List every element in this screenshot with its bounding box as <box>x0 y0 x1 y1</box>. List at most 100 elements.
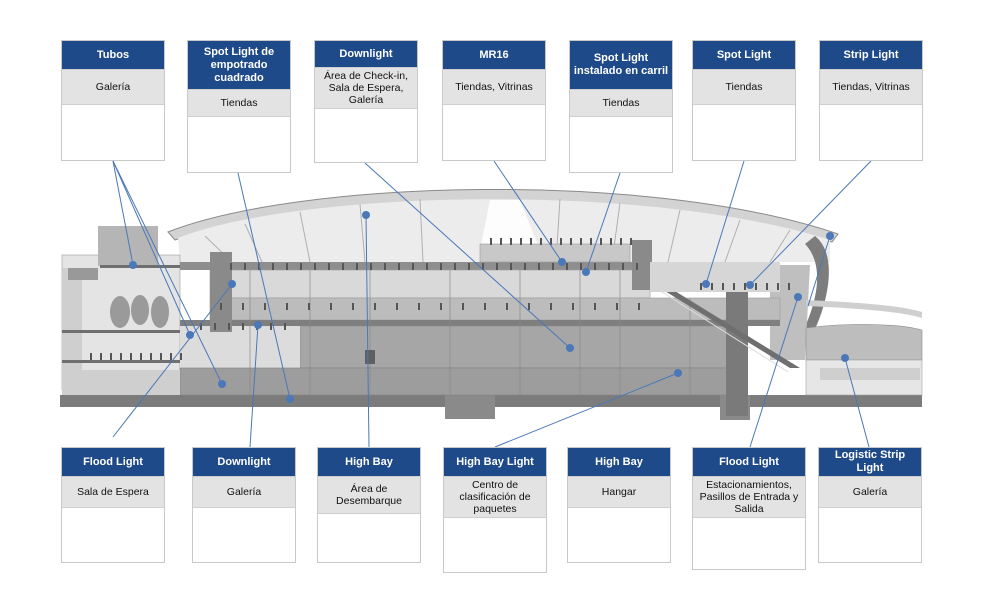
card-location: Área de Desembarque <box>318 476 420 514</box>
card-location: Hangar <box>568 476 670 508</box>
person-icon <box>482 263 484 270</box>
person-icon <box>370 263 372 270</box>
light-point-icon <box>826 232 834 240</box>
person-icon <box>755 283 757 290</box>
person-icon <box>484 303 486 310</box>
leader-line <box>364 162 571 349</box>
light-point-icon <box>129 261 137 269</box>
person-icon <box>90 353 92 360</box>
card-location: Tiendas, Vitrinas <box>820 69 922 105</box>
card-strip-light: Strip Light Tiendas, Vitrinas <box>819 40 923 161</box>
terminal-building <box>60 188 923 420</box>
card-location: Estacionamientos, Pasillos de Entrada y … <box>693 476 805 518</box>
person-icon <box>426 263 428 270</box>
person-icon <box>572 303 574 310</box>
card-title: Downlight <box>193 448 295 476</box>
person-icon <box>100 353 102 360</box>
card-location: Tiendas <box>188 89 290 117</box>
person-icon <box>600 238 602 245</box>
person-icon <box>540 238 542 245</box>
card-location: Galería <box>62 69 164 105</box>
person-icon <box>766 283 768 290</box>
person-icon <box>440 303 442 310</box>
card-location: Área de Check-in, Sala de Espera, Galerí… <box>315 67 417 109</box>
person-icon <box>258 263 260 270</box>
person-icon <box>228 323 230 330</box>
person-icon <box>630 238 632 245</box>
leader-line <box>112 160 191 336</box>
light-point-icon <box>254 321 262 329</box>
leader-line <box>493 160 563 263</box>
person-icon <box>560 238 562 245</box>
card-location: Tiendas, Vitrinas <box>443 69 545 105</box>
person-icon <box>284 323 286 330</box>
person-icon <box>510 238 512 245</box>
person-icon <box>170 353 172 360</box>
person-icon <box>272 263 274 270</box>
card-location: Galería <box>193 476 295 508</box>
leader-line <box>112 160 134 266</box>
card-location: Tiendas <box>570 89 672 117</box>
light-point-icon <box>841 354 849 362</box>
person-icon <box>506 303 508 310</box>
card-title: Spot Light de empotrado cuadrado <box>188 41 290 89</box>
card-spot-light-empotrado: Spot Light de empotrado cuadrado Tiendas <box>187 40 291 173</box>
light-point-icon <box>218 380 226 388</box>
person-icon <box>552 263 554 270</box>
person-icon <box>610 238 612 245</box>
person-icon <box>412 263 414 270</box>
card-downlight-top: Downlight Área de Check-in, Sala de Espe… <box>314 40 418 163</box>
person-icon <box>374 303 376 310</box>
person-icon <box>462 303 464 310</box>
leader-line <box>249 324 259 448</box>
card-flood-light-sala: Flood Light Sala de Espera <box>61 447 165 563</box>
card-high-bay-light: High Bay Light Centro de clasificación d… <box>443 447 547 573</box>
light-point-icon <box>228 280 236 288</box>
person-icon <box>270 323 272 330</box>
person-icon <box>308 303 310 310</box>
card-title: Flood Light <box>693 448 805 476</box>
leader-line <box>749 296 799 448</box>
card-title: Strip Light <box>820 41 922 69</box>
person-icon <box>352 303 354 310</box>
light-point-icon <box>746 281 754 289</box>
person-icon <box>580 263 582 270</box>
card-location: Centro de clasificación de paquetes <box>444 476 546 518</box>
person-icon <box>160 353 162 360</box>
card-tubos: Tubos Galería <box>61 40 165 161</box>
card-title: Tubos <box>62 41 164 69</box>
person-icon <box>788 283 790 290</box>
person-icon <box>356 263 358 270</box>
person-icon <box>496 263 498 270</box>
person-icon <box>636 263 638 270</box>
person-icon <box>242 323 244 330</box>
person-icon <box>150 353 152 360</box>
person-icon <box>622 263 624 270</box>
leader-line <box>749 160 872 286</box>
light-point-icon <box>582 268 590 276</box>
person-icon <box>744 283 746 290</box>
light-point-icon <box>558 258 566 266</box>
person-icon <box>711 283 713 290</box>
person-icon <box>120 353 122 360</box>
light-point-icon <box>674 369 682 377</box>
card-title: High Bay <box>568 448 670 476</box>
person-icon <box>566 263 568 270</box>
card-downlight-bottom: Downlight Galería <box>192 447 296 563</box>
person-icon <box>264 303 266 310</box>
person-icon <box>396 303 398 310</box>
person-icon <box>398 263 400 270</box>
person-icon <box>510 263 512 270</box>
people <box>90 238 790 360</box>
person-icon <box>242 303 244 310</box>
person-icon <box>570 238 572 245</box>
person-icon <box>616 303 618 310</box>
leader-line <box>237 172 291 400</box>
person-icon <box>140 353 142 360</box>
card-mr16: MR16 Tiendas, Vitrinas <box>442 40 546 161</box>
person-icon <box>286 263 288 270</box>
person-icon <box>418 303 420 310</box>
person-icon <box>440 263 442 270</box>
person-icon <box>200 323 202 330</box>
person-icon <box>490 238 492 245</box>
